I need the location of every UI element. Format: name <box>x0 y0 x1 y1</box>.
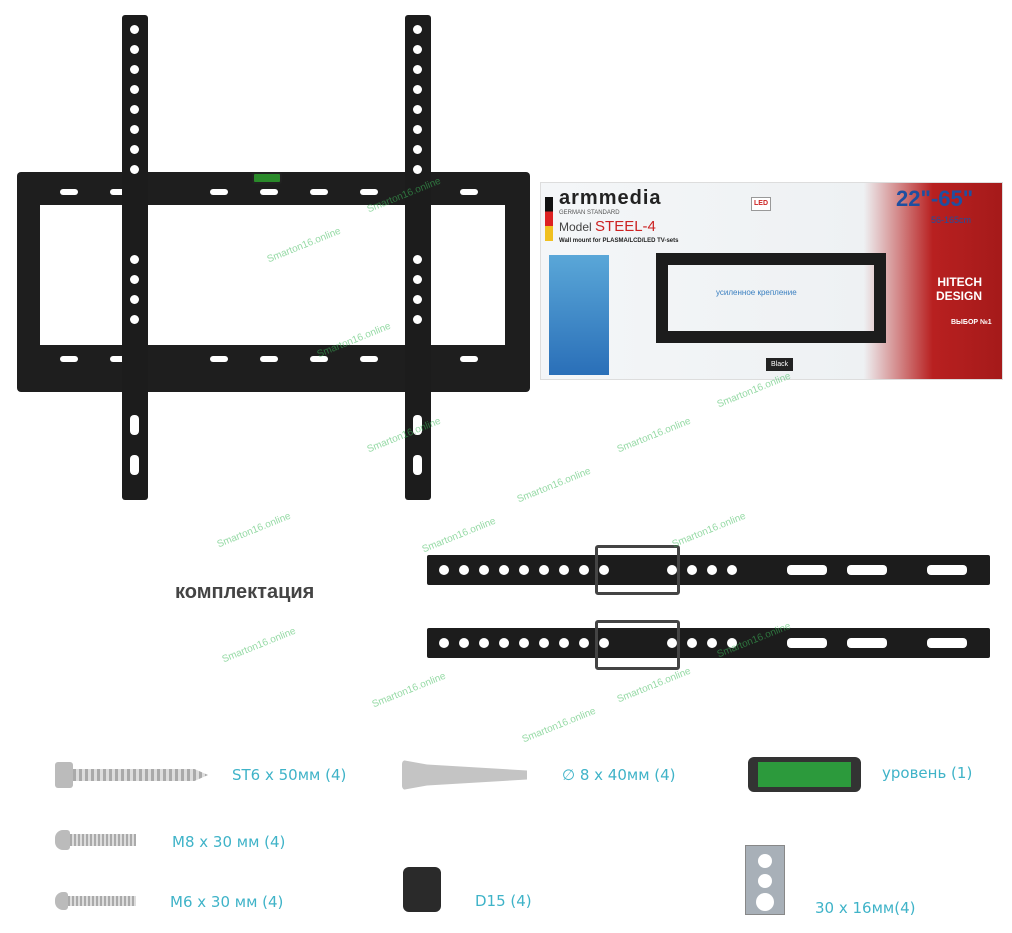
item-label-screw-st6: ST6 x 50мм (4) <box>232 766 347 784</box>
watermark: Smarton16.online <box>615 415 693 456</box>
screw-st6-head-icon <box>55 762 73 788</box>
item-label-wall-plug: ∅ 8 x 40мм (4) <box>562 766 676 784</box>
section-title: комплектация <box>175 581 315 603</box>
model-line: Model STEEL-4 <box>559 218 656 235</box>
watermark: Smarton16.online <box>215 510 293 551</box>
watermark: Smarton16.online <box>520 705 598 746</box>
frame-opening <box>40 205 505 350</box>
watermark: Smarton16.online <box>515 465 593 506</box>
item-label-spacer: D15 (4) <box>475 892 532 910</box>
box-subtitle: Wall mount for PLASMA/LCD/LED TV-sets <box>559 238 679 244</box>
watermark: Smarton16.online <box>420 515 498 556</box>
feature-text: усиленное крепление <box>716 288 797 297</box>
bolt-m8-icon <box>70 834 136 846</box>
box-bracket-image <box>656 253 886 343</box>
size-range: 22"-65" <box>896 186 974 211</box>
bolt-m6-head-icon <box>55 892 68 910</box>
watermark: Smarton16.online <box>220 625 298 666</box>
brand-logo: armmedia <box>559 187 662 209</box>
watermark: Smarton16.online <box>615 665 693 706</box>
watermark: Smarton16.online <box>370 670 448 711</box>
brand-tagline: GERMAN STANDARD <box>559 210 620 216</box>
bolt-m6-icon <box>68 896 136 906</box>
horizontal-arm-bottom <box>427 628 990 658</box>
right-vertical-rail <box>405 15 431 500</box>
item-label-level: уровень (1) <box>882 764 973 782</box>
plate-icon <box>745 845 785 915</box>
spacer-icon <box>403 867 441 912</box>
feature-icons-strip <box>549 255 609 375</box>
german-flag-icon <box>545 197 553 241</box>
arm-clamp-top <box>595 545 680 595</box>
item-label-bolt-m8: M8 x 30 мм (4) <box>172 833 286 851</box>
color-label: Black <box>766 358 794 371</box>
product-box: armmedia GERMAN STANDARD Model STEEL-4 W… <box>540 182 1003 380</box>
watermark: Smarton16.online <box>670 510 748 551</box>
size-cm: 56-165cm <box>931 215 972 225</box>
led-badge: LED <box>751 197 771 211</box>
left-vertical-rail <box>122 15 148 500</box>
bubble-level-item-icon <box>748 757 861 792</box>
arm-clamp-bottom <box>595 620 680 670</box>
item-label-plate: 30 x 16мм(4) <box>815 899 916 917</box>
choice-badge: ВЫБОР №1 <box>951 319 992 326</box>
wall-plug-icon <box>402 760 527 790</box>
horizontal-arm-top <box>427 555 990 585</box>
bubble-level-icon <box>252 172 282 184</box>
bolt-m8-head-icon <box>55 830 70 850</box>
item-label-bolt-m6: M6 x 30 мм (4) <box>170 893 284 911</box>
screw-st6-icon <box>73 769 208 781</box>
bottom-crossbar <box>40 345 505 372</box>
